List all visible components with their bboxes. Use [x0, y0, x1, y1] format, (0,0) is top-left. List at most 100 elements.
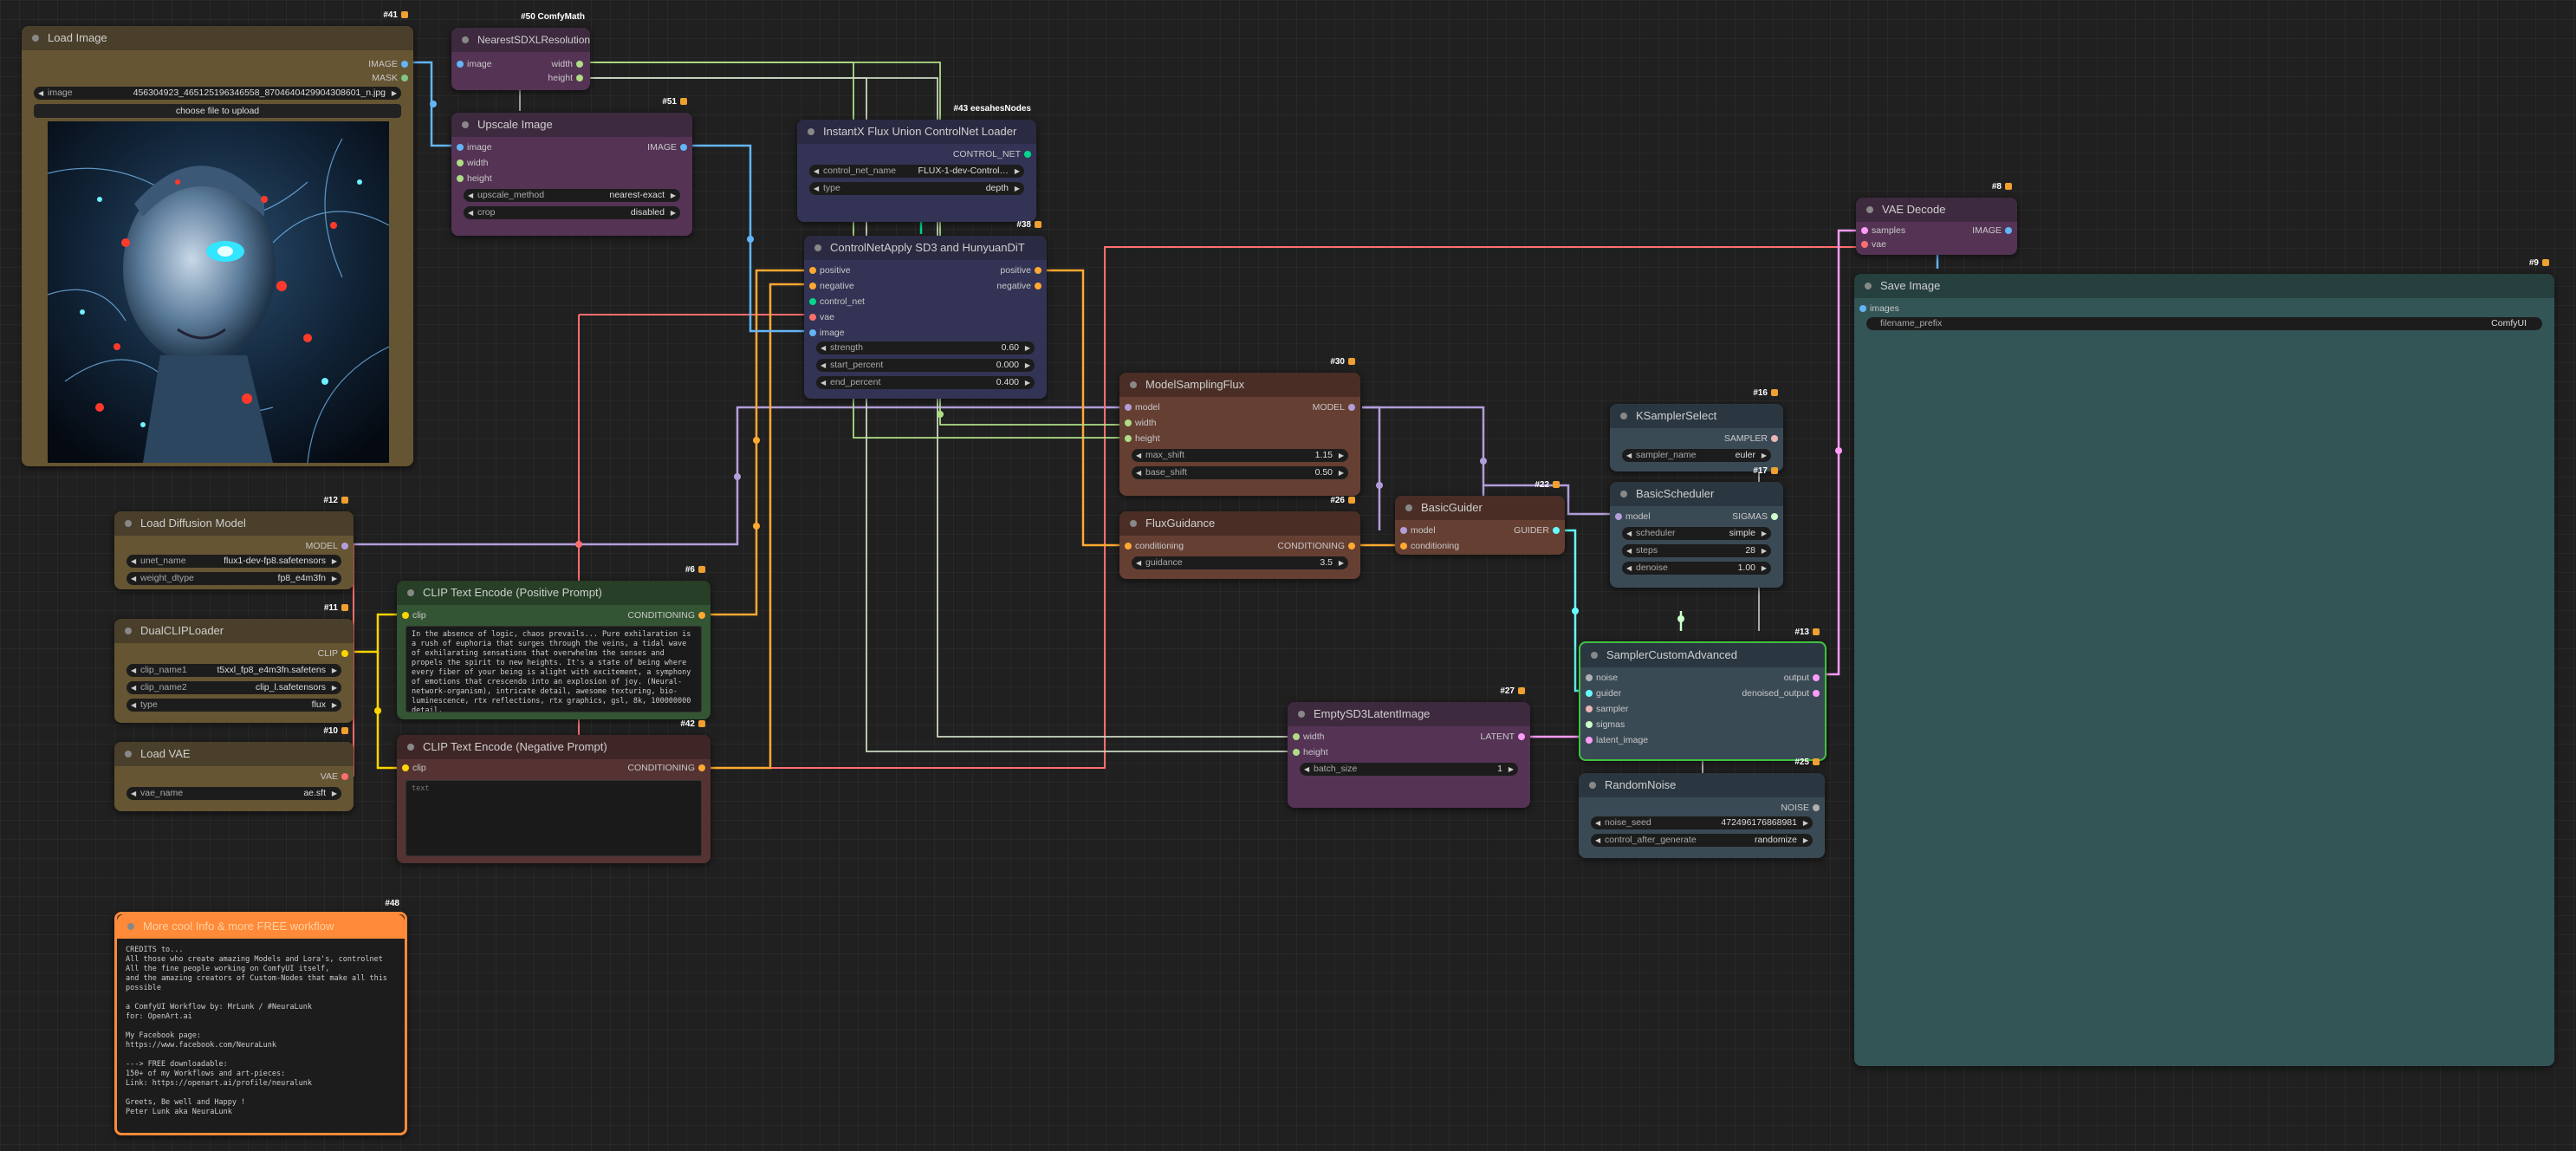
- input-image-slot[interactable]: [809, 329, 816, 336]
- node-title[interactable]: KSamplerSelect: [1610, 404, 1783, 428]
- node-title[interactable]: InstantX Flux Union ControlNet Loader: [797, 120, 1036, 144]
- vae-decode-node[interactable]: #8 VAE Decode samples vae IMAGE: [1856, 182, 2017, 255]
- basic-guider-node[interactable]: #22 BasicGuider model conditioning GUIDE…: [1395, 480, 1565, 555]
- output-width-slot[interactable]: [576, 61, 583, 68]
- control-net-name-widget[interactable]: control_net_nameFLUX-1-dev-Control…: [809, 165, 1024, 178]
- input-model-slot[interactable]: [1125, 404, 1132, 411]
- input-vae-slot[interactable]: [809, 314, 816, 321]
- output-latent-slot[interactable]: [1518, 733, 1525, 740]
- output-conditioning-slot[interactable]: [698, 764, 705, 771]
- empty-sd3-latent-image-node[interactable]: #27 EmptySD3LatentImage width height LAT…: [1288, 686, 1530, 808]
- controlnet-loader-node[interactable]: #43 eesahesNodes InstantX Flux Union Con…: [797, 104, 1036, 222]
- input-sigmas-slot[interactable]: [1586, 721, 1593, 728]
- node-title[interactable]: FluxGuidance: [1119, 511, 1360, 536]
- input-image-slot[interactable]: [457, 144, 464, 151]
- output-model-slot[interactable]: [1348, 404, 1355, 411]
- node-title[interactable]: Load Diffusion Model: [114, 511, 354, 536]
- output-positive-slot[interactable]: [1035, 267, 1041, 274]
- node-title[interactable]: NearestSDXLResolution: [451, 28, 590, 52]
- output-mask-slot[interactable]: [401, 75, 408, 81]
- clip-text-encode-negative-node[interactable]: #42 CLIP Text Encode (Negative Prompt) c…: [397, 719, 711, 863]
- input-guider-slot[interactable]: [1586, 690, 1593, 697]
- input-images-slot[interactable]: [1859, 305, 1866, 312]
- output-denoised-slot[interactable]: [1813, 690, 1820, 697]
- controlnet-apply-node[interactable]: #38 ControlNetApply SD3 and HunyuanDiT p…: [804, 220, 1047, 399]
- output-model-slot[interactable]: [341, 543, 348, 549]
- input-image-slot[interactable]: [457, 61, 464, 68]
- input-controlnet-slot[interactable]: [809, 298, 816, 305]
- node-title[interactable]: VAE Decode: [1856, 198, 2017, 222]
- node-title[interactable]: EmptySD3LatentImage: [1288, 702, 1530, 726]
- output-controlnet-slot[interactable]: [1024, 151, 1031, 158]
- output-conditioning-slot[interactable]: [1348, 543, 1355, 549]
- output-conditioning-slot[interactable]: [698, 612, 705, 619]
- input-noise-slot[interactable]: [1586, 674, 1593, 681]
- output-guider-slot[interactable]: [1553, 527, 1560, 534]
- input-conditioning-slot[interactable]: [1400, 543, 1407, 549]
- node-title[interactable]: More cool Info & more FREE workflow: [117, 914, 405, 939]
- clip-text-encode-positive-node[interactable]: #6 CLIP Text Encode (Positive Prompt) cl…: [397, 565, 711, 719]
- node-title[interactable]: CLIP Text Encode (Positive Prompt): [397, 581, 711, 605]
- output-sampler-slot[interactable]: [1771, 435, 1778, 442]
- output-image-slot[interactable]: [401, 61, 408, 68]
- credits-note-node[interactable]: #48 More cool Info & more FREE workflow …: [114, 899, 407, 1135]
- node-title[interactable]: Save Image: [1854, 274, 2554, 298]
- input-height-slot[interactable]: [1125, 435, 1132, 442]
- model-sampling-flux-node[interactable]: #30 ModelSamplingFlux model width height…: [1119, 357, 1360, 496]
- input-model-slot[interactable]: [1615, 513, 1622, 520]
- random-noise-node[interactable]: #25 RandomNoise NOISE noise_seed47249617…: [1579, 758, 1825, 858]
- output-output-slot[interactable]: [1813, 674, 1820, 681]
- ksampler-select-node[interactable]: #16 KSamplerSelect SAMPLER sampler_namee…: [1610, 388, 1783, 471]
- output-negative-slot[interactable]: [1035, 283, 1041, 289]
- nearest-sdxl-resolution-node[interactable]: #50 ComfyMath NearestSDXLResolution imag…: [451, 12, 590, 90]
- node-title[interactable]: BasicGuider: [1395, 496, 1565, 520]
- node-title[interactable]: Upscale Image: [451, 113, 692, 137]
- input-negative-slot[interactable]: [809, 283, 816, 289]
- node-title[interactable]: SamplerCustomAdvanced: [1580, 643, 1825, 667]
- flux-guidance-node[interactable]: #26 FluxGuidance conditioning CONDITIONI…: [1119, 496, 1360, 579]
- node-title[interactable]: RandomNoise: [1579, 773, 1825, 797]
- output-noise-slot[interactable]: [1813, 804, 1820, 811]
- upload-button[interactable]: choose file to upload: [34, 104, 401, 118]
- input-clip-slot[interactable]: [402, 764, 409, 771]
- node-title[interactable]: CLIP Text Encode (Negative Prompt): [397, 735, 711, 759]
- input-latent-slot[interactable]: [1586, 737, 1593, 744]
- output-sigmas-slot[interactable]: [1771, 513, 1778, 520]
- input-vae-slot[interactable]: [1861, 241, 1868, 248]
- output-vae-slot[interactable]: [341, 773, 348, 780]
- node-title[interactable]: ModelSamplingFlux: [1119, 373, 1360, 397]
- input-width-slot[interactable]: [1293, 733, 1300, 740]
- load-image-node[interactable]: #41 Load Image IMAGE MASK image456304923…: [22, 10, 413, 466]
- input-positive-slot[interactable]: [809, 267, 816, 274]
- node-title[interactable]: BasicScheduler: [1610, 482, 1783, 506]
- output-image-slot[interactable]: [2005, 227, 2012, 234]
- input-height-slot[interactable]: [1293, 749, 1300, 756]
- node-title[interactable]: Load Image: [22, 26, 413, 50]
- node-title[interactable]: Load VAE: [114, 742, 354, 766]
- node-title[interactable]: DualCLIPLoader: [114, 619, 354, 643]
- basic-scheduler-node[interactable]: #17 BasicScheduler model SIGMAS schedule…: [1610, 466, 1783, 588]
- output-image-slot[interactable]: [680, 144, 687, 151]
- positive-prompt-textarea[interactable]: In the absence of logic, chaos prevails.…: [406, 626, 702, 712]
- upscale-image-node[interactable]: #51 Upscale Image image width height IMA…: [451, 97, 692, 236]
- output-height-slot[interactable]: [576, 75, 583, 81]
